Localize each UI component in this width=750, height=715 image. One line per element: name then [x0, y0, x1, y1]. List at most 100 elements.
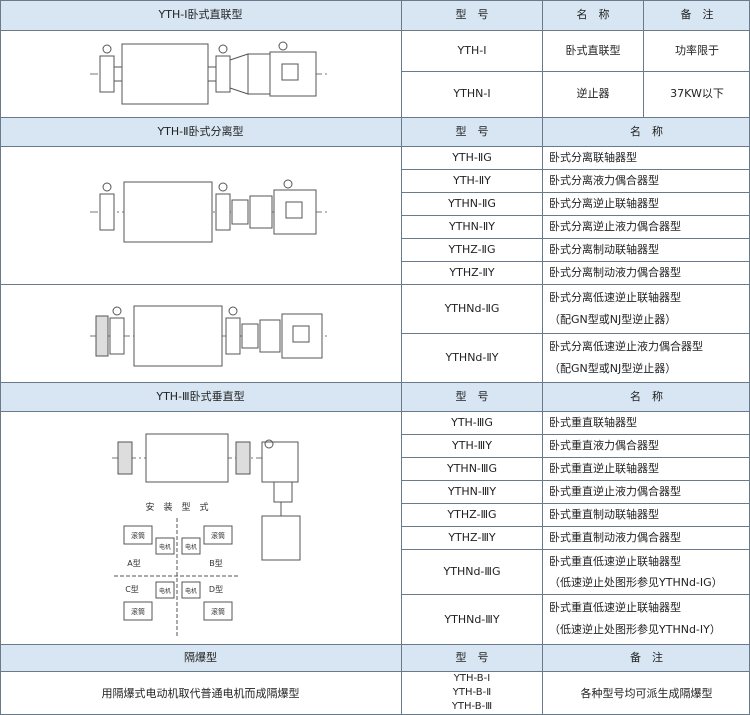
install-d-drum-label: 滚筒 — [211, 607, 225, 616]
s3-name-7-sub: （低速逆止处图形参见YTHNd-ⅠG） — [549, 576, 723, 589]
grid-line — [402, 526, 750, 527]
bolt — [102, 182, 112, 192]
grid-line — [0, 284, 750, 285]
install-types-diagram: 安 装 型 式 滚筒 电机 A型 滚筒 电机 B型 C型 电机 滚筒 D型 电机… — [114, 501, 240, 636]
s3-name-4: 卧式重直逆止液力偶合器型 — [549, 485, 681, 498]
bolt — [218, 182, 228, 192]
reducer — [259, 319, 281, 353]
install-d-motor-label: 电机 — [185, 587, 197, 595]
section3-name-header: 名 称 — [543, 383, 750, 411]
section4-model-header: 型 号 — [402, 645, 542, 671]
section4-title: 隔爆型 — [0, 645, 401, 671]
s3-model-6: YTHZ-ⅢY — [448, 531, 496, 544]
bolt — [112, 306, 122, 316]
bearing-left — [99, 193, 115, 231]
s4-model-3: YTH-B-Ⅲ — [451, 701, 493, 712]
s2-name-6: 卧式分离制动液力偶合器型 — [549, 266, 681, 279]
s2-name-4: 卧式分离逆止液力偶合器型 — [549, 220, 681, 233]
drawing-horizontal-separated — [90, 179, 330, 243]
s3-name-8: 卧式重直低速逆止联轴器型 — [549, 601, 681, 614]
s3-model-3: YTHN-ⅢG — [446, 462, 497, 475]
bolt — [283, 179, 293, 189]
grid-line — [0, 117, 750, 118]
drum — [121, 43, 209, 105]
drum — [133, 305, 223, 367]
grid-line — [402, 457, 750, 458]
bearing-left — [109, 317, 125, 355]
s1-name-2: 逆止器 — [576, 87, 610, 100]
grid-line — [0, 0, 1, 715]
section2-title: YTH-Ⅱ卧式分离型 — [0, 118, 401, 146]
motor — [261, 515, 301, 561]
grid-line — [0, 146, 750, 147]
drawing-low-speed-backstop — [90, 305, 330, 367]
grid-line — [0, 30, 750, 31]
s3-model-4: YTHN-ⅢY — [447, 485, 497, 498]
s1-name-1: 卧式直联型 — [565, 44, 621, 57]
bearing-right — [215, 193, 231, 231]
s2-model-5: YTHZ-ⅡG — [448, 243, 496, 256]
bolt — [218, 44, 228, 54]
grid-line — [402, 434, 750, 435]
s1-note-1: 功率限于 — [675, 44, 719, 57]
grid-line — [402, 238, 750, 239]
s3-model-1: YTH-ⅢG — [451, 416, 493, 429]
s3-model-8: YTHNd-ⅢY — [444, 612, 500, 626]
drawing-horizontal-direct — [90, 41, 330, 105]
s2-model-2: YTH-ⅡY — [453, 174, 491, 187]
grid-line — [402, 169, 750, 170]
install-d-motor — [181, 581, 201, 599]
install-d-label: D型 — [209, 585, 223, 594]
install-b-drum — [203, 525, 233, 545]
install-c-drum — [123, 601, 153, 621]
bolt — [102, 44, 112, 54]
coupling — [231, 199, 249, 225]
section1-model-header: 型 号 — [402, 0, 542, 30]
section2-name-header: 名 称 — [543, 118, 750, 146]
s2-model-1: YTH-ⅡG — [452, 151, 492, 164]
drum — [145, 433, 229, 483]
grid-line — [0, 0, 750, 1]
install-c-label: C型 — [125, 585, 139, 594]
gearbox — [261, 441, 299, 483]
grid-line — [0, 671, 750, 672]
bearing-right — [235, 441, 251, 475]
bolt — [228, 306, 238, 316]
bearing-right — [215, 55, 231, 93]
section1-name-header: 名 称 — [543, 0, 643, 30]
s2-name-7: 卧式分离低速逆止联轴器型 — [549, 291, 681, 304]
section1-note-header: 备 注 — [644, 0, 750, 30]
install-a-motor-label: 电机 — [159, 543, 171, 551]
reducer — [229, 53, 249, 95]
s3-name-7: 卧式重直低速逆止联轴器型 — [549, 555, 681, 568]
terminal-box — [292, 325, 310, 343]
shaft-right — [207, 66, 217, 82]
bearing-right — [225, 317, 241, 355]
install-b-motor-label: 电机 — [185, 543, 197, 551]
drum — [123, 181, 213, 243]
install-a-drum — [123, 525, 153, 545]
install-b-motor — [181, 537, 201, 555]
s3-name-8-sub: （低速逆止处图形参见YTHNd-ⅠY） — [549, 623, 721, 636]
grid-line — [402, 261, 750, 262]
s2-model-8: YTHNd-ⅡY — [445, 351, 499, 364]
drawing-vertical — [112, 433, 301, 561]
grid-line — [402, 71, 750, 72]
install-a-label: A型 — [127, 559, 140, 568]
s4-description: 用隔爆式电动机取代普通电机而成隔爆型 — [101, 686, 300, 700]
grid-line — [0, 411, 750, 412]
grid-line — [401, 0, 402, 715]
grid-line — [0, 382, 750, 383]
s2-name-5: 卧式分离制动联轴器型 — [549, 243, 659, 256]
s1-model-1: YTH-Ⅰ — [457, 44, 487, 57]
s2-name-3: 卧式分离逆止联轴器型 — [549, 197, 659, 210]
bolt — [264, 439, 274, 449]
s2-name-1: 卧式分离联轴器型 — [549, 151, 637, 164]
terminal-box — [285, 201, 303, 219]
s3-name-3: 卧式重直逆止联轴器型 — [549, 462, 659, 475]
install-b-label: B型 — [209, 559, 223, 568]
backstop — [95, 315, 109, 357]
shaft-left — [113, 66, 123, 82]
grid-line — [402, 215, 750, 216]
